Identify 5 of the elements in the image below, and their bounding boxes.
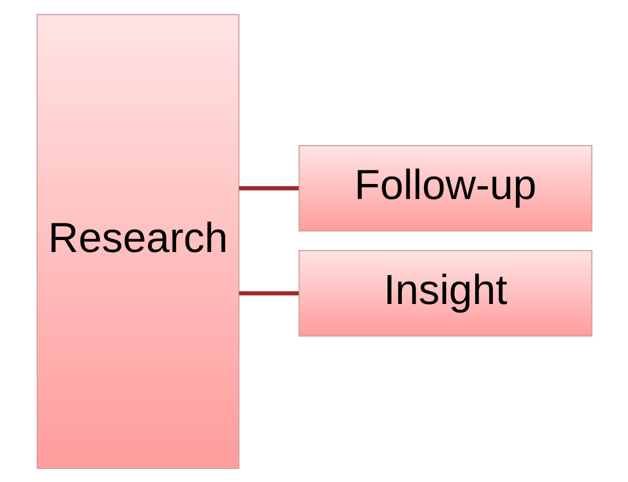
node-box: Research: [36, 14, 239, 468]
node-box: Follow-up: [298, 144, 592, 232]
connector: [238, 186, 298, 190]
node-box: Insight: [298, 250, 592, 336]
connector: [238, 290, 298, 295]
